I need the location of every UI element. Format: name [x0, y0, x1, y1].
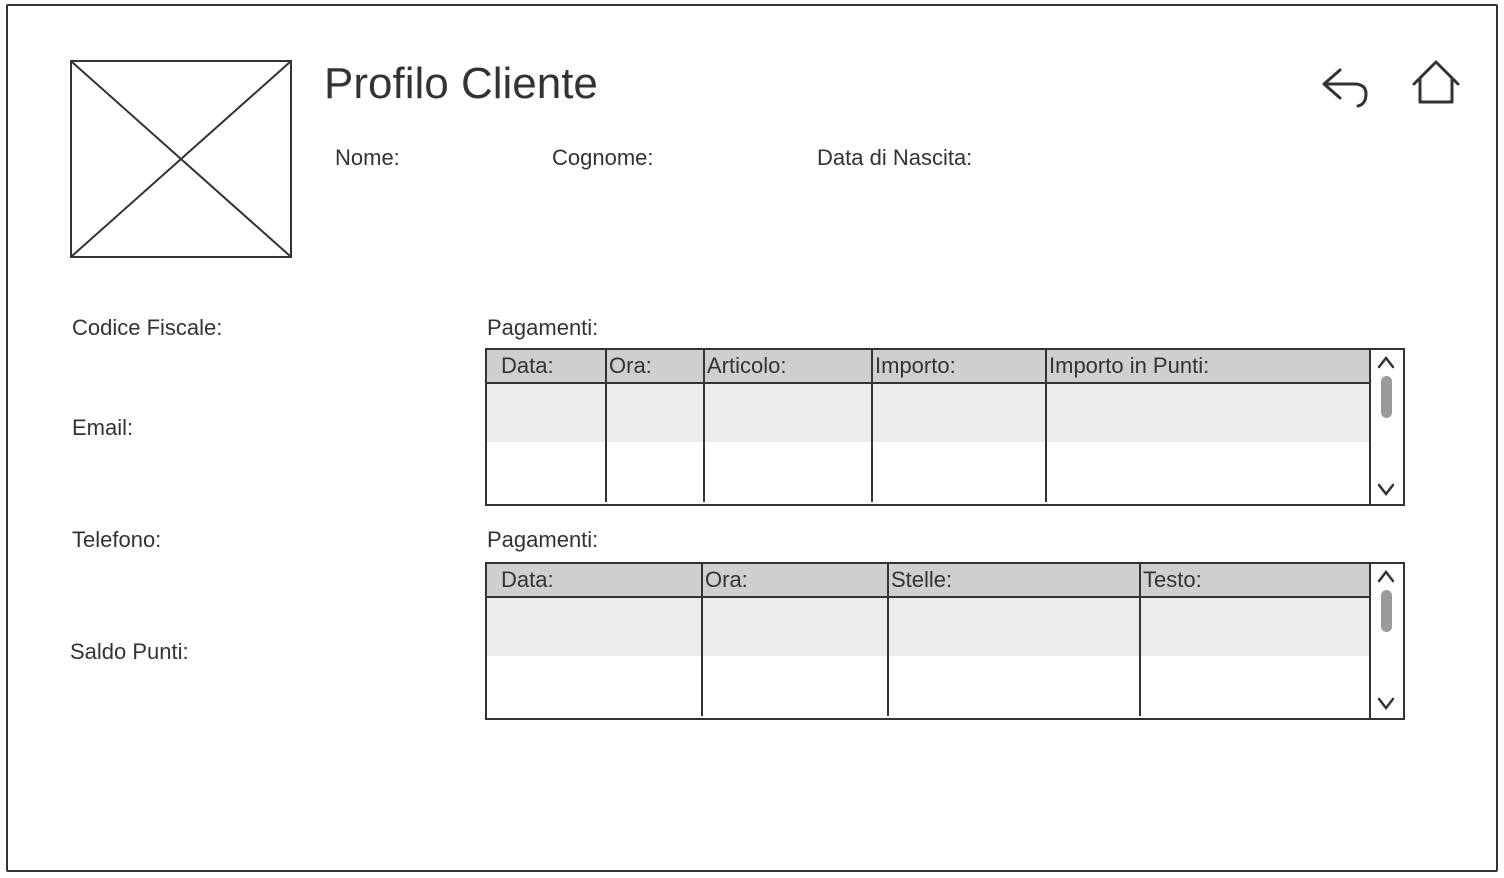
- email-label: Email:: [72, 415, 134, 440]
- vertical-scrollbar[interactable]: [1369, 350, 1403, 504]
- table-cell: [702, 597, 889, 656]
- vertical-scrollbar[interactable]: [1369, 564, 1403, 718]
- table-cell: [1046, 383, 1371, 442]
- nome-label: Nome:: [335, 145, 400, 170]
- scrollbar-thumb[interactable]: [1381, 590, 1392, 632]
- window-frame: [6, 4, 1498, 872]
- table-cell: [888, 656, 1141, 716]
- column-header[interactable]: Data:: [487, 350, 607, 384]
- column-header[interactable]: Ora:: [702, 564, 889, 598]
- column-header[interactable]: Importo in Punti:: [1046, 350, 1371, 384]
- table-cell: [487, 656, 703, 716]
- table-cell: [487, 442, 607, 502]
- reviews-table-label: Pagamenti:: [487, 527, 599, 552]
- table-row[interactable]: [487, 442, 1371, 502]
- table-cell: [1046, 442, 1371, 502]
- profile-image-placeholder: [70, 60, 292, 258]
- telefono-label: Telefono:: [72, 527, 162, 552]
- table-header-row: Data: Ora: Articolo: Importo: Importo in…: [487, 350, 1371, 384]
- table-row[interactable]: [487, 597, 1371, 656]
- image-placeholder-icon: [72, 62, 290, 256]
- table-header-row: Data: Ora: Stelle: Testo:: [487, 564, 1371, 598]
- table-cell: [606, 442, 705, 502]
- back-arrow-icon: [1322, 68, 1368, 108]
- codice-fiscale-label: Codice Fiscale:: [72, 315, 223, 340]
- reviews-table[interactable]: Data: Ora: Stelle: Testo:: [485, 562, 1405, 720]
- cognome-label: Cognome:: [552, 145, 654, 170]
- table-cell: [487, 383, 607, 442]
- chevron-down-icon[interactable]: [1376, 482, 1396, 498]
- table-cell: [888, 597, 1141, 656]
- home-button[interactable]: [1410, 58, 1462, 110]
- column-header[interactable]: Stelle:: [888, 564, 1141, 598]
- column-header[interactable]: Ora:: [606, 350, 705, 384]
- table-cell: [702, 656, 889, 716]
- chevron-down-icon[interactable]: [1376, 696, 1396, 712]
- page-title: Profilo Cliente: [324, 59, 598, 108]
- column-header[interactable]: Data:: [487, 564, 703, 598]
- column-header[interactable]: Importo:: [872, 350, 1047, 384]
- saldo-punti-label: Saldo Punti:: [70, 639, 189, 664]
- back-button[interactable]: [1320, 60, 1372, 112]
- table-cell: [872, 442, 1047, 502]
- table-cell: [1140, 656, 1371, 716]
- scrollbar-thumb[interactable]: [1381, 376, 1392, 418]
- chevron-up-icon[interactable]: [1376, 568, 1396, 584]
- payments-table[interactable]: Data: Ora: Articolo: Importo: Importo in…: [485, 348, 1405, 506]
- table-row[interactable]: [487, 656, 1371, 716]
- table-cell: [704, 442, 873, 502]
- table-cell: [606, 383, 705, 442]
- data-nascita-label: Data di Nascita:: [817, 145, 973, 170]
- column-header[interactable]: Articolo:: [704, 350, 873, 384]
- table-cell: [487, 597, 703, 656]
- column-header[interactable]: Testo:: [1140, 564, 1371, 598]
- chevron-up-icon[interactable]: [1376, 354, 1396, 370]
- payments-table-label: Pagamenti:: [487, 315, 599, 340]
- table-cell: [872, 383, 1047, 442]
- table-cell: [704, 383, 873, 442]
- table-cell: [1140, 597, 1371, 656]
- table-row[interactable]: [487, 383, 1371, 442]
- home-icon: [1412, 60, 1460, 104]
